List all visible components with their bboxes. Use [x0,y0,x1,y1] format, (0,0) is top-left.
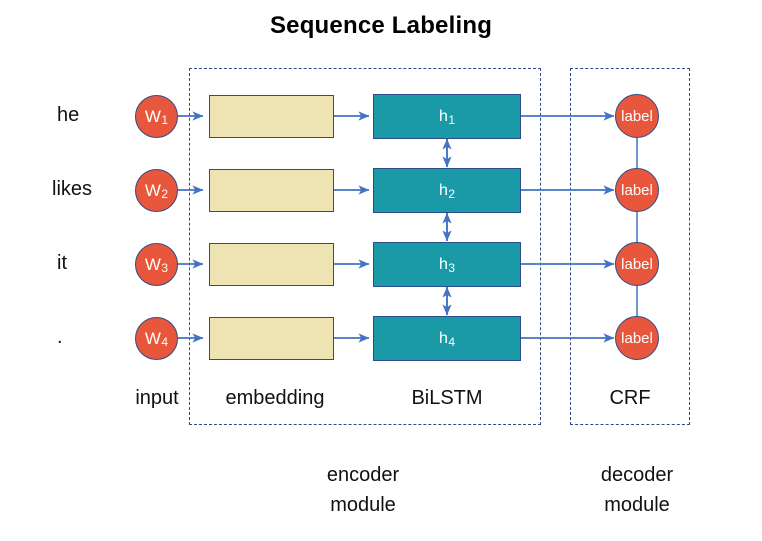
embedding-box-row-4[interactable] [209,317,334,360]
column-caption-bilstm: BiLSTM [411,387,483,409]
decoder-module-caption-line-2: module [604,494,670,516]
embedding-box-row-3[interactable] [209,243,334,286]
label-node-row-4[interactable]: label [615,316,659,360]
bilstm-box-h1-text: h [438,107,448,125]
decoder-module-caption: decoder module [567,460,707,520]
column-caption-embedding: embedding [225,387,325,409]
label-node-row-2[interactable]: label [615,168,659,212]
bilstm-box-h3-text: h [438,255,448,273]
encoder-module-caption: encoder module [293,460,433,520]
label-node-row-1[interactable]: label [615,94,659,138]
token-node-w1-subscript: 1 [161,112,169,127]
word-label-row-2: likes [52,178,93,200]
column-caption-crf: CRF [609,387,651,409]
page-title: Sequence Labeling [269,12,493,39]
bilstm-box-h3-subscript: 3 [448,260,456,275]
bilstm-box-h4-subscript: 4 [448,334,456,349]
encoder-module-caption-line-2: module [330,494,396,516]
label-node-row-3[interactable]: label [615,242,659,286]
encoder-module-caption-line-1: encoder [326,464,400,486]
word-label-row-1: he [57,104,80,126]
token-node-w3-text: W [144,255,161,274]
word-label-row-3: it [57,252,67,274]
encoder-module-boundary [189,68,541,425]
decoder-module-caption-line-1: decoder [600,464,674,486]
embedding-box-row-2[interactable] [209,169,334,212]
bilstm-box-h1-subscript: 1 [448,112,456,127]
token-node-w4-subscript: 4 [161,334,169,349]
token-node-w4-text: W [144,329,161,348]
decoder-module-boundary [570,68,690,425]
token-node-w1-text: W [144,107,161,126]
bilstm-box-h2-subscript: 2 [448,186,456,201]
bilstm-box-h2-text: h [438,181,448,199]
token-node-w3-subscript: 3 [161,260,169,275]
word-label-row-4: . [57,326,63,348]
column-caption-input: input [135,387,179,409]
token-node-w2-text: W [144,181,161,200]
bilstm-box-h4-text: h [438,329,448,347]
token-node-w2-subscript: 2 [161,186,169,201]
embedding-box-row-1[interactable] [209,95,334,138]
